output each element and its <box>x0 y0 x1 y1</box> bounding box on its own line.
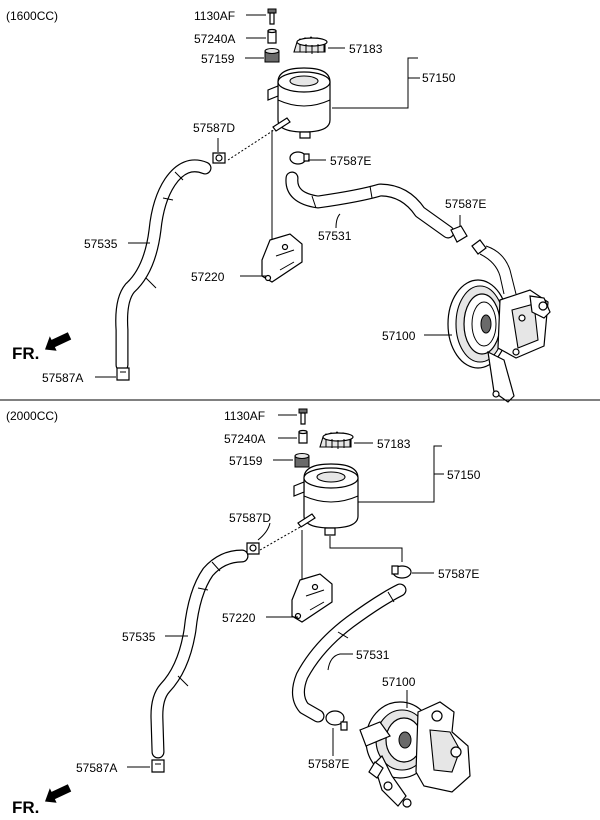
power-steering-pump-icon[interactable] <box>359 701 471 808</box>
section-1600cc: (1600CC) <box>6 8 551 403</box>
hose-clamp-icon[interactable] <box>116 367 130 381</box>
hose-clamp-icon[interactable] <box>391 565 412 579</box>
label-bushing: 57240A <box>194 32 235 46</box>
label-bracket: 57220 <box>191 270 225 284</box>
front-label: FR. <box>12 344 39 363</box>
label-bushing: 57240A <box>224 432 265 446</box>
label-clamp-e-reservoir: 57587E <box>438 567 479 581</box>
bracket-icon[interactable] <box>291 530 333 623</box>
label-reservoir: 57150 <box>422 71 456 85</box>
bolt-icon[interactable] <box>267 8 277 25</box>
label-clamp-e-reservoir: 57587E <box>330 154 371 168</box>
label-return-hose: 57535 <box>84 237 118 251</box>
grommet-icon[interactable] <box>294 452 310 468</box>
hose-clamp-icon[interactable] <box>289 151 310 165</box>
label-suction-hose: 57531 <box>356 648 390 662</box>
label-return-hose: 57535 <box>122 630 156 644</box>
bolt-icon[interactable] <box>298 408 308 425</box>
hose-clamp-icon[interactable] <box>246 542 260 555</box>
label-clamp-e-pump: 57587E <box>445 197 486 211</box>
front-arrow-icon <box>45 784 72 803</box>
hose-icon[interactable] <box>285 171 455 239</box>
label-clamp-a: 57587A <box>76 761 117 775</box>
section-2000cc: (2000CC) <box>6 408 481 817</box>
front-arrow-icon <box>45 332 72 351</box>
hose-icon[interactable] <box>150 549 249 759</box>
label-grommet: 57159 <box>229 454 263 468</box>
hose-clamp-icon[interactable] <box>450 225 468 243</box>
reservoir-icon[interactable] <box>267 67 331 139</box>
label-clamp-d: 57587D <box>229 511 271 525</box>
bushing-icon[interactable] <box>298 429 308 444</box>
label-pump: 57100 <box>382 329 416 343</box>
hose-icon[interactable] <box>115 159 212 372</box>
reservoir-cap-icon[interactable] <box>319 431 354 449</box>
label-reservoir: 57150 <box>447 468 481 482</box>
label-cap: 57183 <box>349 42 383 56</box>
hose-clamp-icon[interactable] <box>212 152 226 164</box>
label-suction-hose: 57531 <box>318 229 352 243</box>
section-title: (2000CC) <box>6 409 58 423</box>
front-label: FR. <box>12 798 39 817</box>
label-pump: 57100 <box>382 675 416 689</box>
power-steering-pump-icon[interactable] <box>447 279 551 403</box>
label-grommet: 57159 <box>201 52 235 66</box>
bushing-icon[interactable] <box>267 28 277 44</box>
reservoir-icon[interactable] <box>293 463 359 536</box>
label-cap: 57183 <box>377 437 411 451</box>
hose-icon[interactable] <box>292 583 407 723</box>
label-clamp-d: 57587D <box>193 121 235 135</box>
label-bolt: 1130AF <box>194 9 235 23</box>
reservoir-cap-icon[interactable] <box>293 36 328 54</box>
bracket-icon[interactable] <box>261 130 303 283</box>
label-clamp-e-pump: 57587E <box>308 757 349 771</box>
section-title: (1600CC) <box>6 9 58 23</box>
label-bracket: 57220 <box>222 611 256 625</box>
hose-clamp-icon[interactable] <box>151 759 165 773</box>
label-bolt: 1130AF <box>224 409 265 423</box>
hose-clamp-icon[interactable] <box>325 710 348 731</box>
label-clamp-a: 57587A <box>42 371 83 385</box>
grommet-icon[interactable] <box>264 47 280 63</box>
